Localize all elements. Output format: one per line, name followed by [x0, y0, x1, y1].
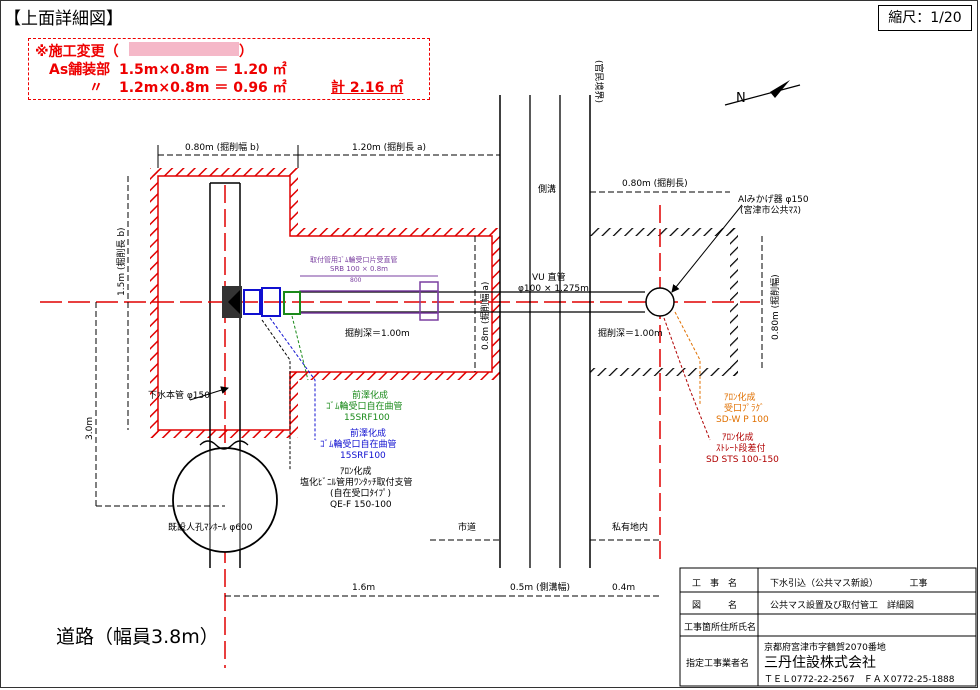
label-orange-1: ｱﾛﾝ化成 [724, 391, 756, 403]
north-arrow-icon: N [724, 80, 801, 106]
label-width-a: 0.8m (掘削幅 a) [479, 282, 491, 350]
label-ditch: 側溝 [538, 183, 556, 195]
label-pipe-sub: 800 [350, 277, 362, 284]
change-note-line2-label: 〃 [89, 80, 103, 96]
label-orange-2: 受口ﾌﾟﾗｸﾞ [724, 402, 765, 414]
fittings [222, 286, 301, 318]
label-al-mass: Alみかげ器 φ150 [738, 194, 809, 205]
main-sewer-pipe [209, 182, 241, 668]
label-pipe-title: 取付管用ｺﾞﾑ輪受口片受直管 [310, 255, 398, 264]
label-width-right: 0.80m (掘削幅) [769, 274, 781, 340]
label-3m: 3.0m [85, 417, 95, 440]
label-boundary: (官民境界) [593, 60, 605, 103]
change-note-line2-calc: 1.2m×0.8m ＝ 0.96 ㎡ [119, 80, 287, 96]
label-dim-04: 0.4m [612, 583, 635, 593]
connection-pipe [299, 275, 675, 321]
page-title: 【上面詳細図】 [4, 9, 123, 29]
label-blue-1: 前澤化成 [350, 427, 386, 439]
tb-site-label: 工事箇所住所氏名 [684, 623, 757, 633]
label-green-2: ｺﾞﾑ輪受口自在曲管 [326, 400, 403, 412]
change-note: ※施工変更（ ） As舗装部 1.5m×0.8m ＝ 1.20 ㎡ 〃 1.2m… [28, 38, 430, 100]
tb-contractor-tel: ＴＥＬ0772-22-2567 ＦＡＸ0772-25-1888 [764, 675, 955, 685]
label-al-mass-sub: (宮津市公共ﾏｽ) [740, 204, 801, 216]
label-length-right: 0.80m (掘削長) [622, 177, 688, 189]
label-depth-left: 掘削深＝1.00m [345, 327, 410, 339]
label-black-3: (自在受口ﾀｲﾌﾟ) [330, 487, 391, 499]
leader-lines [189, 204, 743, 470]
ditch [499, 95, 591, 568]
label-blue-3: 15SRF100 [340, 451, 386, 461]
dimension-lines [95, 145, 763, 597]
title-block: 工 事 名 下水引込（公共マス新設） 工事 図 名 公共マス設置及び取付管工 詳… [680, 568, 978, 688]
road-label: 道路（幅員3.8m） [56, 626, 219, 648]
change-note-line1-calc: 1.5m×0.8m ＝ 1.20 ㎡ [119, 62, 287, 78]
tb-project-value: 下水引込（公共マス新設） 工事 [770, 579, 928, 589]
change-note-close: ） [239, 44, 253, 60]
redacted-box [129, 42, 239, 56]
label-width-b: 0.80m (掘削幅 b) [185, 141, 259, 153]
label-black-2: 塩化ﾋﾞﾆﾙ管用ﾜﾝﾀｯﾁ取付支管 [300, 476, 413, 488]
label-orange-3: SD-W P 100 [716, 415, 769, 425]
title-block-grid [679, 567, 977, 687]
label-manhole: 既設人孔ﾏﾝﾎｰﾙ φ600 [168, 521, 253, 533]
label-length-b: 1.5m (掘削長 b) [115, 227, 127, 296]
change-note-total: 計 2.16 ㎡ [331, 80, 404, 96]
label-green-1: 前澤化成 [352, 389, 388, 401]
label-main-pipe: 下水本管 φ150 [148, 389, 210, 401]
label-pipe-spec: SRB 100 × 0.8m [330, 265, 388, 273]
label-red-1: ｱﾛﾝ化成 [722, 431, 754, 443]
label-black-4: QE-F 150-100 [330, 500, 392, 510]
tb-drawing-value: 公共マス設置及び取付管工 詳細図 [770, 601, 915, 611]
label-vu-pipe: VU 直管 [532, 271, 566, 283]
label-dim-16: 1.6m [352, 583, 375, 593]
manhole [172, 440, 278, 555]
label-red-3: SD STS 100-150 [706, 455, 779, 465]
label-private-land: 私有地内 [612, 521, 648, 533]
label-dim-05: 0.5m (側溝幅) [510, 581, 570, 593]
tb-contractor-label: 指定工事業者名 [686, 659, 750, 669]
north-label: N [736, 91, 746, 106]
excavation-outline [150, 168, 500, 438]
label-depth-right: 掘削深＝1.00m [598, 327, 663, 339]
label-city-road: 市道 [458, 521, 476, 533]
scale-box: 縮尺：1/20 [878, 5, 972, 31]
change-note-line1-label: As舗装部 [49, 62, 111, 78]
diagram-labels: 0.80m (掘削幅 b) 1.20m (掘削長 a) 0.80m (掘削長) … [85, 60, 809, 593]
label-vu-spec: φ100 × 1.275m [518, 284, 589, 294]
tb-contractor-company: 三丹住設株式会社 [764, 655, 876, 671]
label-red-2: ｽﾄﾚｰﾄ段差付 [716, 442, 766, 454]
label-black-1: ｱﾛﾝ化成 [340, 465, 372, 477]
tb-drawing-label: 図 名 [692, 601, 738, 611]
label-blue-2: ｺﾞﾑ輪受口自在曲管 [320, 438, 397, 450]
label-length-a: 1.20m (掘削長 a) [352, 141, 426, 153]
tb-contractor-address: 京都府宮津市字鶴賀2070番地 [764, 643, 886, 653]
change-note-header: ※施工変更（ [35, 44, 119, 60]
tb-project-label: 工 事 名 [692, 579, 738, 589]
label-green-3: 15SRF100 [344, 413, 390, 423]
